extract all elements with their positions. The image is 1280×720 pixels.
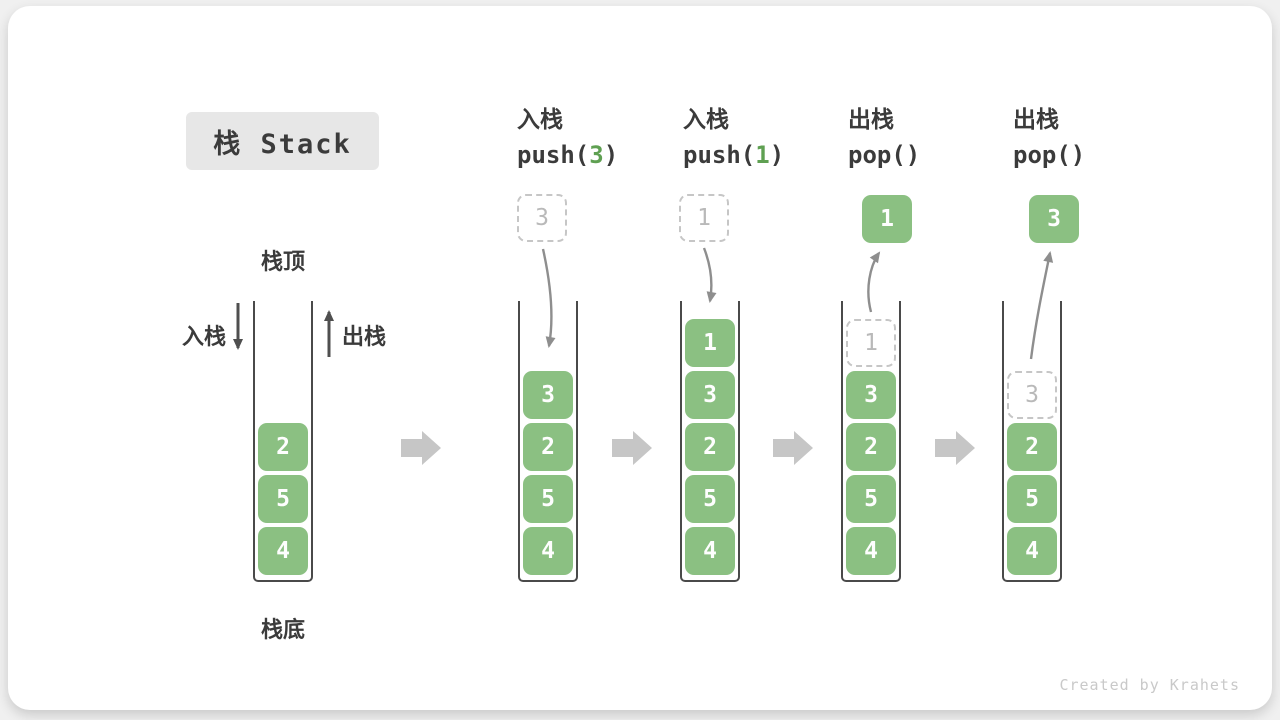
popped-value-box: 1: [862, 195, 912, 243]
push-label: 入栈: [181, 325, 226, 350]
stack-frame-stage-1: [518, 301, 578, 582]
code-pre: pop(): [848, 141, 921, 169]
stack-item: 4: [258, 527, 308, 575]
stack-bottom-label: 栈底: [260, 618, 305, 643]
stack-item: 3: [846, 371, 896, 419]
code-post: ): [769, 141, 785, 169]
stack-item: 5: [523, 475, 573, 523]
stack-item: 4: [846, 527, 896, 575]
stack-top-label: 栈顶: [260, 250, 305, 275]
stack-item: 4: [523, 527, 573, 575]
stack-item: 5: [685, 475, 735, 523]
stage-header-push-1: 入栈 push(1): [683, 107, 784, 169]
stack-item: 5: [258, 475, 308, 523]
stage-header-push-3: 入栈 push(3): [517, 107, 618, 169]
stack-item: 2: [258, 423, 308, 471]
stack-item: 2: [1007, 423, 1057, 471]
stack-item: 2: [846, 423, 896, 471]
stack-item: 2: [523, 423, 573, 471]
stage-header-pop-1: 出栈 pop(): [848, 107, 920, 169]
op-label: 出栈: [848, 107, 894, 133]
code-pre: pop(): [1013, 141, 1086, 169]
stack-item: 4: [685, 527, 735, 575]
op-code: pop(): [1013, 141, 1085, 169]
stage-header-pop-3: 出栈 pop(): [1013, 107, 1085, 169]
stack-frame-stage-2: [680, 301, 740, 582]
popped-value-box: 3: [1029, 195, 1079, 243]
stack-item: 5: [846, 475, 896, 523]
stack-item: 3: [523, 371, 573, 419]
stack-frame-stage-4: [1002, 301, 1062, 582]
code-arg: 3: [589, 141, 604, 169]
stack-item: 2: [685, 423, 735, 471]
floating-value-box: 1: [679, 194, 729, 242]
op-code: push(1): [683, 141, 784, 169]
stack-item: 3: [685, 371, 735, 419]
op-label: 入栈: [683, 107, 729, 133]
floating-value-box: 3: [517, 194, 567, 242]
title-box: 栈 Stack: [186, 112, 379, 170]
stack-item: 1: [685, 319, 735, 367]
stack-item: 4: [1007, 527, 1057, 575]
op-code: pop(): [848, 141, 920, 169]
ghost-item: 1: [846, 319, 896, 367]
stack-frame-anatomy: [253, 301, 313, 582]
title-label: 栈 Stack: [213, 128, 352, 160]
code-arg: 1: [755, 141, 770, 169]
code-pre: push(: [683, 141, 756, 169]
stack-item: 5: [1007, 475, 1057, 523]
pop-label: 出栈: [342, 325, 387, 350]
op-label: 入栈: [517, 107, 563, 133]
op-label: 出栈: [1013, 107, 1059, 133]
stack-frame-stage-3: [841, 301, 901, 582]
credit-text: Created by Krahets: [1059, 676, 1240, 694]
code-post: ): [603, 141, 619, 169]
code-pre: push(: [517, 141, 590, 169]
op-code: push(3): [517, 141, 618, 169]
ghost-item: 3: [1007, 371, 1057, 419]
